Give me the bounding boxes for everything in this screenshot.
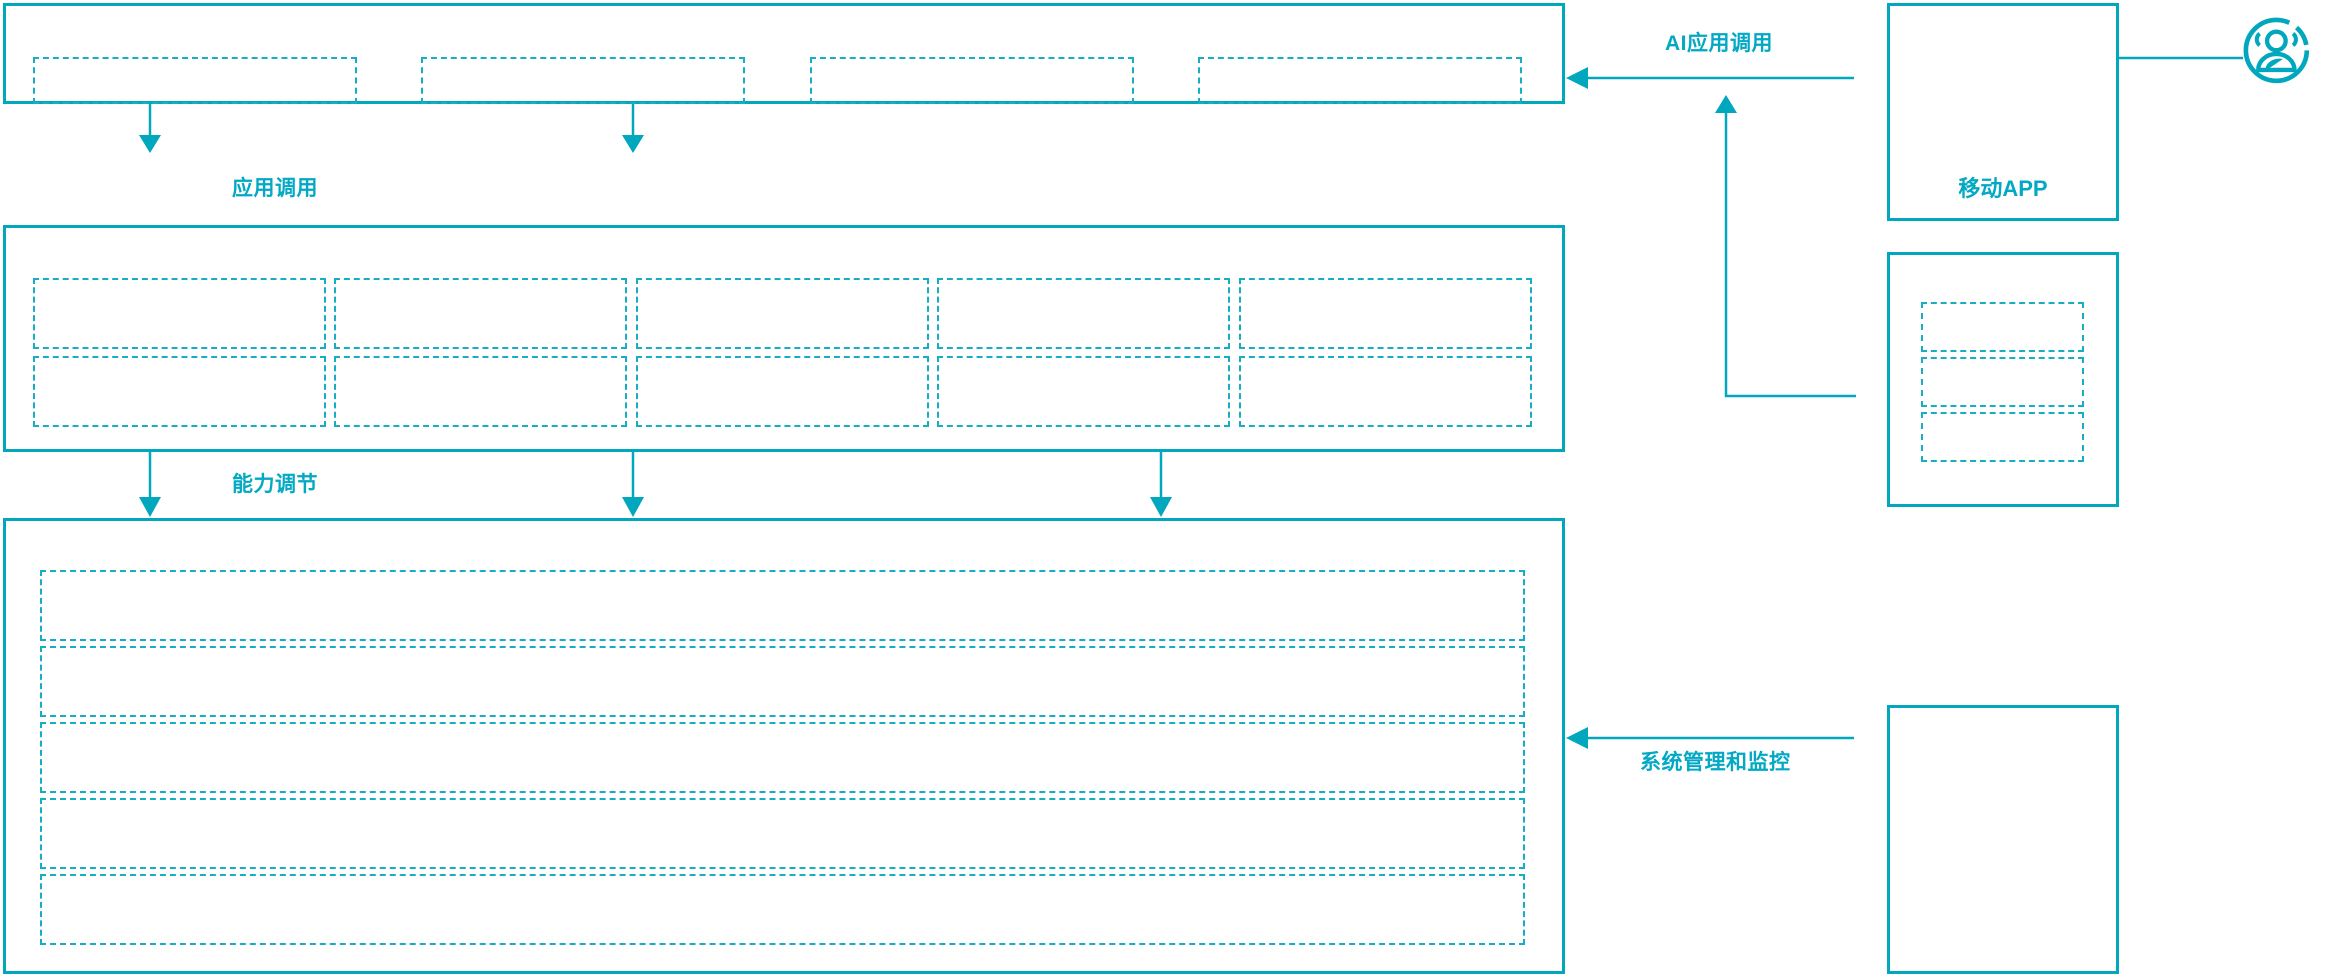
arrow-system-monitor — [1566, 727, 1854, 749]
arrow-capability-1 — [139, 452, 161, 517]
arrow-service-to-ai — [1715, 95, 1856, 398]
infra-row-5[interactable] — [40, 874, 1525, 945]
cap-cell-r2c4[interactable] — [937, 356, 1230, 427]
users-group-icon[interactable] — [2243, 17, 2310, 84]
svc-cell-2[interactable] — [1921, 357, 2084, 407]
infrastructure-layer-panel — [3, 518, 1565, 974]
arrow-ai-invoke — [1566, 67, 1854, 89]
arrow-capability-3 — [1150, 452, 1172, 517]
cap-cell-r1c5[interactable] — [1239, 278, 1532, 349]
connector-label-capability: 能力调节 — [232, 473, 318, 496]
cap-cell-r1c4[interactable] — [937, 278, 1230, 349]
cap-cell-r2c1[interactable] — [33, 356, 326, 427]
app-cell-2[interactable] — [421, 57, 745, 104]
svc-cell-1[interactable] — [1921, 302, 2084, 352]
capability-layer-panel — [3, 225, 1565, 452]
infra-row-2[interactable] — [40, 646, 1525, 717]
cap-cell-r2c3[interactable] — [636, 356, 929, 427]
cap-cell-r1c3[interactable] — [636, 278, 929, 349]
infra-row-3[interactable] — [40, 722, 1525, 793]
infra-row-4[interactable] — [40, 798, 1525, 869]
cap-cell-r2c5[interactable] — [1239, 356, 1532, 427]
app-cell-3[interactable] — [810, 57, 1134, 104]
app-cell-4[interactable] — [1198, 57, 1522, 104]
connector-label-app-invoke: 应用调用 — [232, 177, 318, 200]
admin-monitor-node — [1887, 705, 2119, 974]
arrow-app-invoke-2 — [622, 104, 644, 153]
arrow-app-invoke-1 — [139, 104, 161, 153]
svc-cell-3[interactable] — [1921, 412, 2084, 462]
cap-cell-r1c1[interactable] — [33, 278, 326, 349]
connector-label-system-monitor: 系统管理和监控 — [1640, 751, 1791, 774]
mobile-app-label: 移动APP — [1958, 176, 2048, 201]
infra-row-1[interactable] — [40, 570, 1525, 641]
app-cell-1[interactable] — [33, 57, 357, 104]
arrow-capability-2 — [622, 452, 644, 517]
service-stack-node — [1887, 252, 2119, 507]
cap-cell-r1c2[interactable] — [334, 278, 627, 349]
cap-cell-r2c2[interactable] — [334, 356, 627, 427]
connector-label-ai-invoke: AI应用调用 — [1665, 32, 1773, 55]
mobile-app-node[interactable] — [1887, 3, 2119, 221]
application-layer-panel — [3, 3, 1565, 104]
